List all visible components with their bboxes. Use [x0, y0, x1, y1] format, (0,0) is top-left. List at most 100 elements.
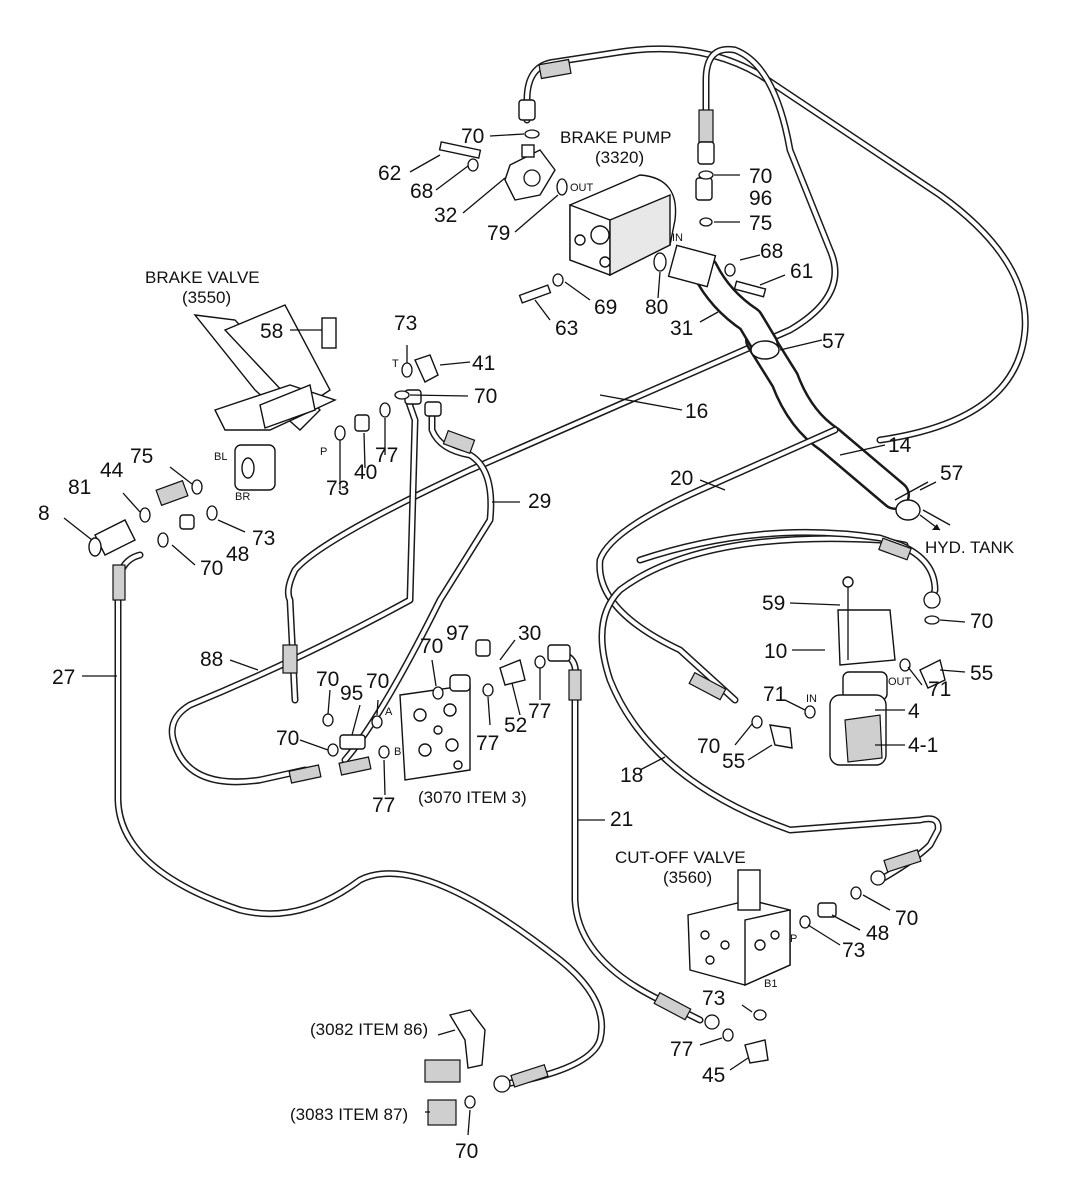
- part-number: 70: [455, 1140, 478, 1163]
- part-number: 75: [130, 445, 153, 468]
- brake-valve: [193, 304, 337, 491]
- part-number: 68: [410, 180, 433, 203]
- part-number: 73: [702, 987, 725, 1010]
- port-bl: BL: [214, 451, 227, 463]
- part-number: 70: [316, 668, 339, 691]
- part-number: 77: [670, 1038, 693, 1061]
- cutoff-valve-label: CUT-OFF VALVE: [615, 848, 746, 867]
- part-number: 70: [749, 165, 772, 188]
- part-number: 77: [476, 732, 499, 755]
- port-a: A: [385, 706, 393, 718]
- bracket-assembly: [424, 1009, 486, 1126]
- part-number: 73: [394, 312, 417, 335]
- part-number: 18: [620, 764, 643, 787]
- part-number: 48: [866, 922, 889, 945]
- part-number: 71: [928, 678, 951, 701]
- part-number: 73: [842, 939, 865, 962]
- part-number: 80: [645, 296, 668, 319]
- part-number: 55: [722, 750, 745, 773]
- part-number: 71: [763, 683, 786, 706]
- part-number: 8: [38, 502, 50, 525]
- port-in-filter: IN: [806, 693, 817, 705]
- part-number: 97: [446, 622, 469, 645]
- port-in: IN: [672, 232, 683, 244]
- part-number: 73: [326, 477, 349, 500]
- part-number: 44: [100, 459, 124, 482]
- part-number: 27: [52, 666, 75, 689]
- part-number: 29: [528, 490, 551, 513]
- hose-21: [561, 651, 704, 1024]
- hyd-tank-label: HYD. TANK: [925, 538, 1015, 557]
- part-number: 70: [697, 735, 720, 758]
- part-number: 77: [372, 794, 395, 817]
- filter-assembly: [829, 576, 896, 766]
- part-number: 95: [340, 682, 363, 705]
- part-number: 4-1: [908, 734, 938, 757]
- part-number: 4: [908, 700, 920, 723]
- brake-pump-label: BRAKE PUMP: [560, 128, 671, 147]
- part-number: 57: [940, 462, 963, 485]
- part-number: 58: [260, 320, 283, 343]
- part-number: 70: [200, 557, 223, 580]
- part-number: 10: [764, 640, 787, 663]
- part-number: 40: [354, 461, 377, 484]
- part-number: 31: [670, 317, 693, 340]
- control-block: [399, 684, 471, 781]
- part-number: 20: [670, 467, 693, 490]
- brake-pump: [504, 144, 717, 288]
- hose-20: [596, 426, 839, 704]
- part-number: 70: [366, 670, 389, 693]
- port-out: OUT: [570, 182, 594, 194]
- part-number: 48: [226, 543, 249, 566]
- cutoff-valve-ref: (3560): [663, 868, 712, 887]
- part-number: 77: [528, 700, 551, 723]
- part-number: 79: [487, 222, 510, 245]
- part-number: 70: [461, 125, 484, 148]
- hose-fittings: [112, 58, 941, 1093]
- part-number: 75: [749, 212, 772, 235]
- port-t: T: [392, 358, 399, 370]
- part-numbers: 70 62 68 32 79 70 96 75 68 61 63 69 80 3…: [38, 125, 993, 1163]
- part-number: 59: [762, 592, 785, 615]
- brake-valve-ref: (3550): [182, 288, 231, 307]
- part-number: 21: [610, 808, 633, 831]
- brake-pump-ref: (3320): [595, 148, 644, 167]
- part-number: 73: [252, 527, 275, 550]
- part-number: 62: [378, 162, 401, 185]
- part-number: 81: [68, 476, 91, 499]
- text-labels: BRAKE PUMP (3320) BRAKE VALVE (3550) HYD…: [145, 128, 1015, 1124]
- part-number: 14: [888, 434, 912, 457]
- cutoff-valve: [687, 869, 791, 987]
- part-number: 70: [474, 385, 497, 408]
- item-3083-label: (3083 ITEM 87): [290, 1105, 408, 1124]
- part-number: 77: [375, 444, 398, 467]
- brake-valve-label: BRAKE VALVE: [145, 268, 260, 287]
- part-number: 70: [895, 907, 918, 930]
- port-br: BR: [235, 491, 250, 503]
- part-number: 88: [200, 648, 223, 671]
- port-out-filter: OUT: [888, 676, 912, 688]
- part-number: 61: [790, 260, 813, 283]
- part-number: 32: [434, 204, 457, 227]
- part-number: 30: [518, 622, 541, 645]
- part-number: 63: [555, 317, 578, 340]
- leader-lines: [63, 133, 966, 1136]
- port-p: P: [320, 446, 327, 458]
- part-number: 57: [822, 330, 845, 353]
- item-3070-label: (3070 ITEM 3): [418, 788, 527, 807]
- hose-18: [598, 535, 942, 884]
- part-number: 70: [276, 727, 299, 750]
- port-p-cutoff: P: [790, 933, 797, 945]
- part-number: 41: [472, 352, 495, 375]
- part-number: 52: [504, 714, 527, 737]
- part-number: 70: [420, 635, 443, 658]
- part-number: 70: [970, 610, 993, 633]
- port-b1: B1: [764, 978, 777, 990]
- small-fittings: [88, 129, 946, 1109]
- part-number: 96: [749, 187, 772, 210]
- part-number: 45: [702, 1064, 725, 1087]
- part-number: 69: [594, 296, 617, 319]
- part-number: 55: [970, 662, 993, 685]
- part-number: 16: [685, 400, 708, 423]
